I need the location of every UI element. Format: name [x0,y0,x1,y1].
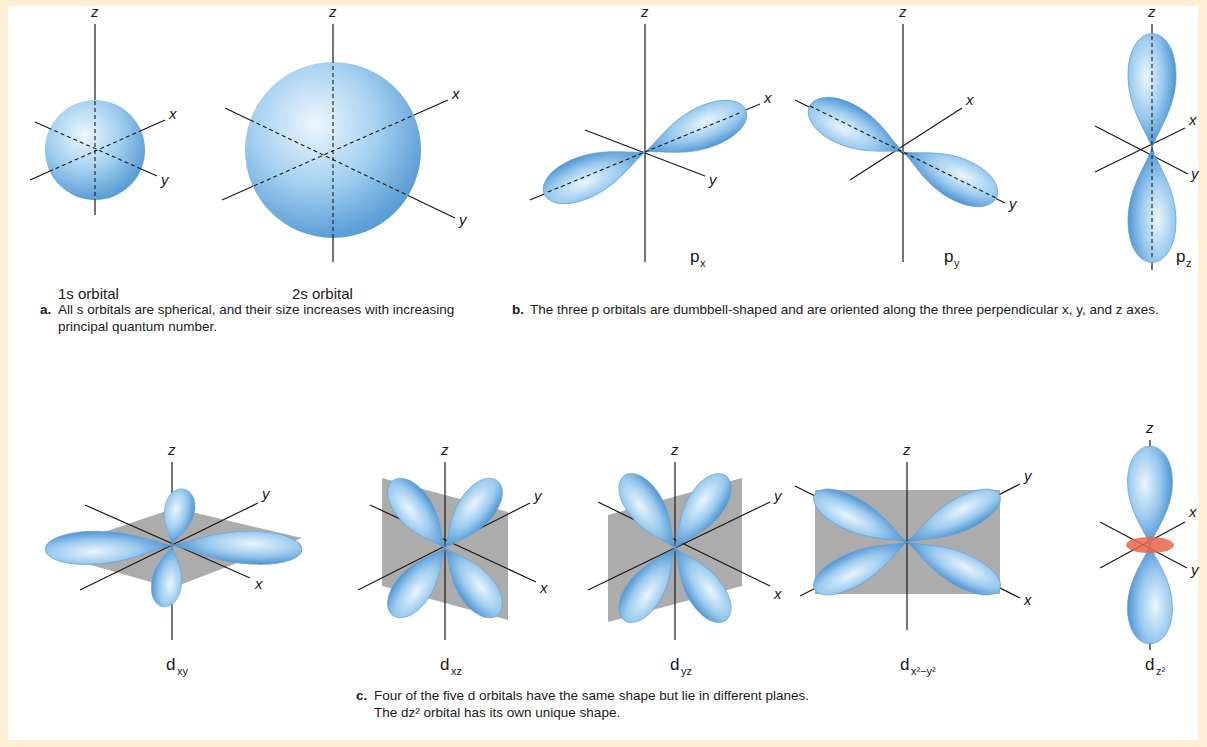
d-orbital-dxy [45,462,303,640]
p-orbital-px [530,24,760,262]
orbital-subscript: xz [451,666,462,677]
d-orbital-dxz-part [378,537,459,626]
axis-label: z [899,4,907,19]
d-orbital-dx2-y2-part [807,527,915,604]
caption-letter: c. [356,688,367,705]
p-orbital-px-part [637,91,754,172]
axis-label: z [329,4,337,19]
d-orbital-dz2-part [1128,545,1173,644]
d-orbital-dyz-part [674,462,675,640]
caption-text: The three p orbitals are dumbbell-shaped… [530,302,1180,319]
s-orbital-1s-part-part [30,120,165,180]
axis-label: x [169,106,177,121]
axis-label: x [452,86,460,101]
orbital-subscript: z² [1156,666,1165,677]
orbital-subscript: y [954,258,960,269]
caption-letter: a. [40,302,51,319]
p-orbital-pz [1095,24,1188,270]
axis-label: y [1191,562,1199,577]
axis-label: y [161,172,169,187]
axis-label: z [671,442,679,457]
d-orbital-dx2-y2 [795,462,1020,630]
axis-label: y [709,172,717,187]
d-orbital-dyz-part [610,538,690,631]
axis-label: x [540,580,548,595]
caption-letter: b. [512,302,524,319]
s-orbital-2s-part-part [225,108,455,218]
caption-text: All s orbitals are spherical, and their … [58,302,488,336]
s-orbital-2s-part-part [222,100,448,200]
orbital-symbol: p [944,248,953,265]
axis-label: y [1009,196,1017,211]
orbital-subscript: x²−y² [911,666,936,677]
s-orbital-1s-part [30,24,165,215]
axis-label: y [774,488,782,503]
p-orbital-py [795,24,1006,262]
axis-label: z [1146,420,1154,435]
d-orbital-dxz-part [444,462,445,640]
s-orbital-2s [222,24,455,262]
axis-label: x [1024,592,1032,607]
s-orbital-1s [30,24,165,215]
axis-label: z [441,442,449,457]
d-orbital-dz2 [1100,440,1187,650]
orbital-symbol: d [1145,656,1154,673]
p-orbital-py-part [902,24,903,262]
orbital-symbol: d [440,656,449,673]
axis-label: z [91,4,99,19]
orbital-subscript: xy [177,666,188,677]
orbital-name: 2s orbital [292,286,353,301]
p-orbital-px-part [644,24,645,262]
d-orbital-dxy-part [148,543,186,609]
orbital-name: 1s orbital [58,286,119,301]
d-orbital-dx2-y2-part [906,462,907,630]
orbital-subscript: yz [681,666,692,677]
axis-label: z [903,442,911,457]
d-orbital-dxz [358,462,536,640]
axis-label: y [459,212,467,227]
axis-label: x [255,576,263,591]
axis-label: z [1148,4,1156,19]
d-orbital-dz2-part [1128,446,1173,545]
axis-label: y [262,486,270,501]
axis-label: y [1024,468,1032,483]
white-panel [8,6,1198,740]
d-orbital-dyz-part [588,502,770,590]
axis-label: y [534,488,542,503]
p-orbital-pz-part [1095,126,1188,174]
axis-label: z [168,442,176,457]
p-orbital-pz-part [1151,36,1152,260]
axis-label: x [1189,112,1197,127]
d-orbital-dxy-part [45,529,173,566]
d-orbital-dxz-part [431,470,512,559]
orbital-symbol: d [166,656,175,673]
axis-label: x [774,586,782,601]
axis-label: y [1191,166,1199,181]
s-orbital-1s-part-part [35,122,157,176]
d-orbital-dyz-part [660,465,740,558]
orbital-subscript: x [700,258,706,269]
d-orbital-dyz [588,462,770,640]
s-orbital-2s-part [222,24,455,262]
caption-text: Four of the five d orbitals have the sam… [374,688,814,722]
d-orbital-dx2-y2-part [900,527,1008,604]
orbital-symbol: p [690,248,699,265]
orbital-symbol: d [900,656,909,673]
d-orbital-dxy-part [171,529,302,567]
torus-ring [1126,537,1174,553]
d-orbital-dxy-part [157,486,198,548]
p-orbital-py-part [810,106,996,198]
orbital-subscript: z [1186,258,1192,269]
axis-label: x [764,90,772,105]
s-orbital-1s-part-part [94,24,95,215]
orbital-symbol: d [670,656,679,673]
axis-label: z [641,4,649,19]
axis-label: x [966,92,974,107]
axis-label: x [1189,504,1197,519]
orbital-symbol: p [1176,248,1185,265]
s-orbital-2s-part-part [332,24,333,262]
p-orbital-px-part [548,112,742,192]
